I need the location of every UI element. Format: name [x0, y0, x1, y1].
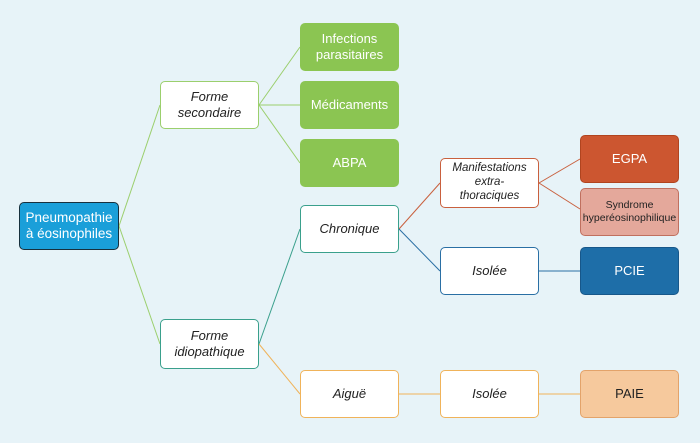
node-abpa: ABPA [300, 139, 399, 187]
node-syndrome-hypereosinophilique: Syndrome hyperéosinophilique [580, 188, 679, 236]
connector-manifestations-syndrome [538, 182, 581, 210]
node-pcie: PCIE [580, 247, 679, 295]
connector-secondary-infections [258, 46, 301, 106]
connector-chronic-manifestations [398, 182, 441, 230]
connector-secondary-abpa [258, 104, 301, 164]
node-isolee-aigue: Isolée [440, 370, 539, 418]
connector-root-secondary [118, 104, 161, 227]
node-pneumopathie-eosinophiles: Pneumopathie à éosinophiles [19, 202, 119, 250]
node-manifestations-extra-thoraciques: Manifestations extra- thoraciques [440, 158, 539, 208]
node-aigue: Aiguë [300, 370, 399, 418]
connector-manifestations-egpa [538, 158, 581, 184]
connector-idiopathic-acute [258, 343, 301, 395]
node-infections-parasitaires: Infections parasitaires [300, 23, 399, 71]
node-forme-idiopathique: Forme idiopathique [160, 319, 259, 369]
node-isolee-chronique: Isolée [440, 247, 539, 295]
node-chronique: Chronique [300, 205, 399, 253]
node-medicaments: Médicaments [300, 81, 399, 129]
connector-chronic-isolee [398, 228, 441, 272]
connector-idiopathic-chronic [258, 228, 301, 345]
node-forme-secondaire: Forme secondaire [160, 81, 259, 129]
connector-root-idiopathic [118, 225, 161, 345]
node-egpa: EGPA [580, 135, 679, 183]
node-paie: PAIE [580, 370, 679, 418]
